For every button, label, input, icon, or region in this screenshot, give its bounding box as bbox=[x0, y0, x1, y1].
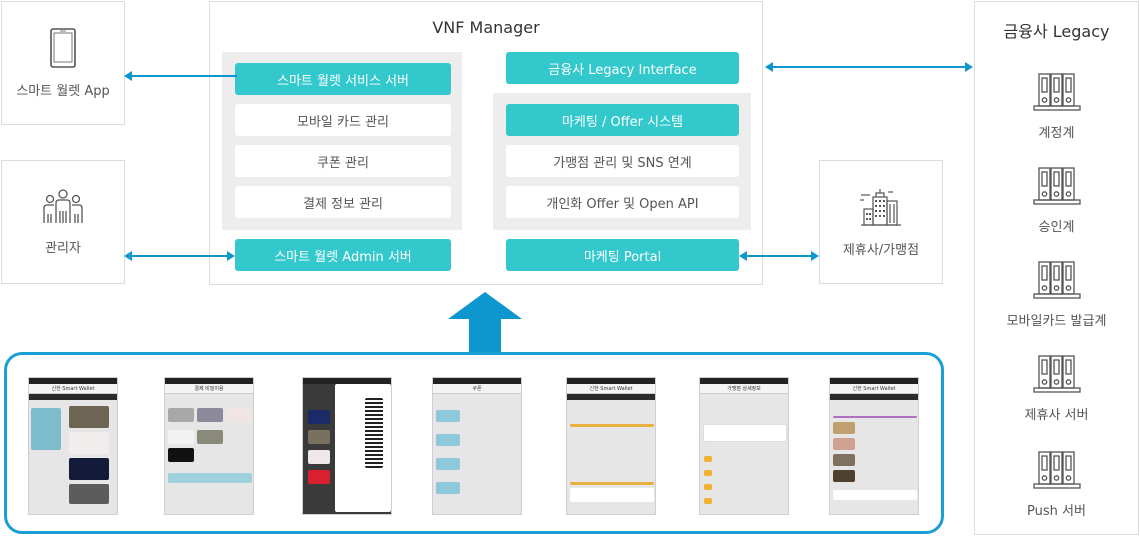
legacy-interface: 금융사 Legacy Interface bbox=[506, 52, 739, 84]
legacy-item-account: 계정계 bbox=[975, 72, 1138, 141]
finance-legacy-panel: 금융사 Legacy 계정계 승인계 bbox=[974, 1, 1139, 535]
legacy-label-partner-server: 제휴사 서버 bbox=[1024, 408, 1089, 423]
arrow-legacy-bidirectional bbox=[765, 62, 973, 72]
mobile-card-mgmt: 모바일 카드 관리 bbox=[235, 104, 451, 136]
personal-offer-api-item: 개인화 Offer 및 Open API bbox=[506, 186, 739, 218]
legacy-label-account: 계정계 bbox=[1038, 126, 1075, 141]
screen-title: 쿠폰 bbox=[433, 384, 521, 394]
screen-title: 결제 비밀이용 bbox=[165, 384, 253, 394]
arrow-service-to-app bbox=[124, 71, 237, 81]
server-rack-icon bbox=[1032, 355, 1081, 393]
screen-title: 신한 Smart Wallet bbox=[830, 384, 918, 394]
screen-wallet-shopping: 신한 Smart Wallet bbox=[829, 377, 919, 515]
smart-wallet-app-node: 스마트 월렛 App bbox=[1, 1, 125, 125]
admin-label: 관리자 bbox=[45, 240, 81, 256]
vnf-manager-title: VNF Manager bbox=[432, 18, 540, 37]
legacy-item-mobile-card-issuing: 모바일카드 발급계 bbox=[975, 260, 1138, 329]
legacy-item-approval: 승인계 bbox=[975, 166, 1138, 235]
app-screenshots-panel: 신한 Smart Wallet 결제 비밀이용 쿠폰 신한 bbox=[4, 352, 944, 534]
admin-server: 스마트 월렛 Admin 서버 bbox=[235, 239, 451, 271]
screen-merchant-detail: 가맹점 상세정보 bbox=[699, 377, 789, 515]
server-rack-icon bbox=[1032, 167, 1081, 205]
people-group-icon bbox=[43, 188, 83, 223]
partner-merchant-label: 제휴사/가맹점 bbox=[842, 242, 920, 258]
legacy-label-approval: 승인계 bbox=[1038, 220, 1075, 235]
admin-node: 관리자 bbox=[1, 160, 125, 284]
arrow-portal-partner bbox=[739, 251, 819, 261]
marketing-offer-system: 마케팅 / Offer 시스템 bbox=[506, 104, 739, 136]
payment-info-mgmt: 결제 정보 관리 bbox=[235, 186, 451, 218]
merchant-sns-item: 가맹점 관리 및 SNS 연계 bbox=[506, 145, 739, 177]
service-server-header: 스마트 월렛 서비스 서버 bbox=[235, 63, 451, 95]
legacy-label-mobile-card-issuing: 모바일카드 발급계 bbox=[1006, 314, 1107, 329]
legacy-label-push-server: Push 서버 bbox=[1027, 504, 1086, 519]
screen-wallet-benefits: 신한 Smart Wallet bbox=[566, 377, 656, 515]
finance-legacy-title: 금융사 Legacy bbox=[1003, 22, 1110, 41]
vnf-manager-panel: VNF Manager 스마트 월렛 서비스 서버 모바일 카드 관리 쿠폰 관… bbox=[209, 1, 763, 285]
marketing-portal: 마케팅 Portal bbox=[506, 239, 739, 271]
server-rack-icon bbox=[1032, 73, 1081, 111]
screen-wallet-home: 신한 Smart Wallet bbox=[28, 377, 118, 515]
coupon-mgmt: 쿠폰 관리 bbox=[235, 145, 451, 177]
smartphone-icon bbox=[50, 27, 76, 68]
screen-coupon-list: 쿠폰 bbox=[432, 377, 522, 515]
smart-wallet-app-label: 스마트 월렛 App bbox=[16, 83, 110, 99]
server-rack-icon bbox=[1032, 451, 1081, 489]
server-rack-icon bbox=[1032, 261, 1081, 299]
arrow-up-big bbox=[448, 292, 522, 354]
screen-title: 신한 Smart Wallet bbox=[567, 384, 655, 394]
screen-barcode-pay bbox=[302, 377, 392, 515]
screen-title: 신한 Smart Wallet bbox=[29, 384, 117, 394]
arrow-admin-bidirectional bbox=[124, 251, 235, 261]
partner-merchant-node: 제휴사/가맹점 bbox=[819, 160, 943, 284]
legacy-item-partner-server: 제휴사 서버 bbox=[975, 354, 1138, 423]
screen-payment-select: 결제 비밀이용 bbox=[164, 377, 254, 515]
legacy-item-push-server: Push 서버 bbox=[975, 450, 1138, 519]
buildings-icon bbox=[860, 188, 901, 226]
screen-title: 가맹점 상세정보 bbox=[700, 384, 788, 394]
